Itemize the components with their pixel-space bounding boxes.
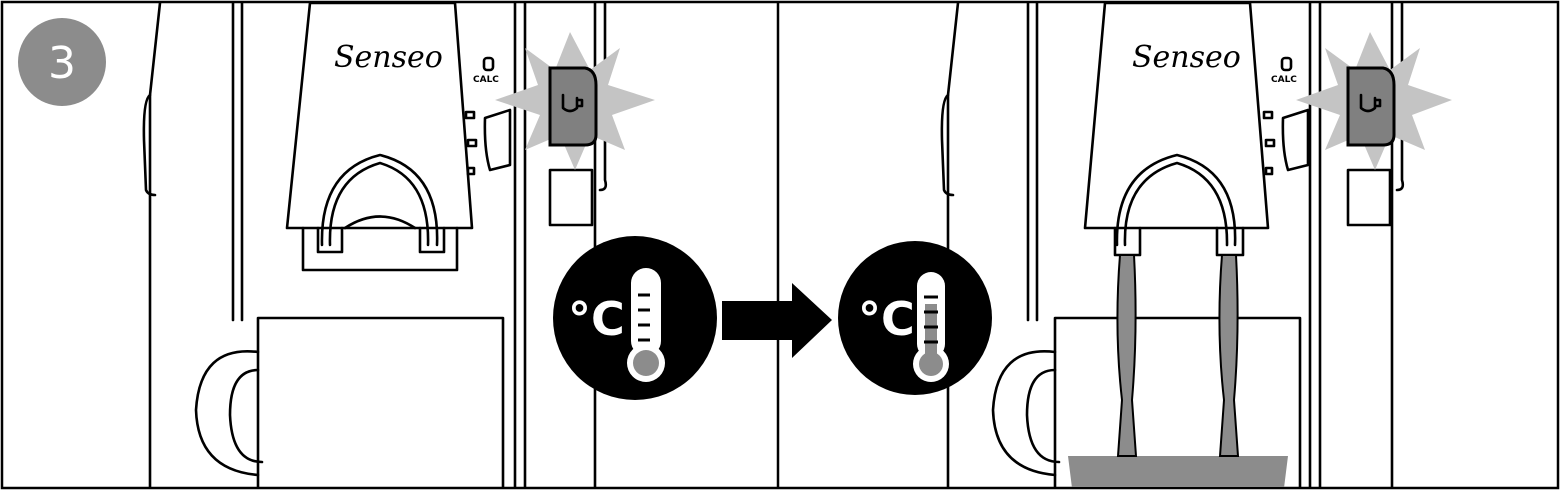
coffee-fill [1068, 456, 1288, 487]
coffee-cup [256, 316, 505, 487]
pad-holder-handle [1115, 153, 1237, 247]
temperature-unit-label: °C [568, 292, 625, 346]
cup-icon [1359, 93, 1382, 113]
pad-holder-handle-inner [1123, 161, 1229, 247]
machine-far-edge-2 [1395, 3, 1405, 192]
brand-logo: Senseo [1132, 40, 1241, 75]
power-button [548, 66, 598, 147]
calc-light [1280, 56, 1293, 72]
arrow-right-icon [722, 283, 832, 358]
pad-holder-lip [343, 215, 417, 230]
spout-left [316, 226, 344, 254]
control-panel [1281, 108, 1310, 172]
temperature-unit-label: °C [858, 292, 915, 346]
power-button [1346, 66, 1396, 147]
machine-side-panel [940, 93, 955, 197]
brand-logo: Senseo [334, 40, 443, 75]
side-button-panel [548, 168, 594, 227]
coffee-stream-right [1218, 254, 1240, 457]
cup-icon [561, 93, 584, 113]
coffee-cup [1053, 316, 1302, 487]
pad-holder-handle [320, 153, 439, 247]
calc-label: CALC [473, 75, 499, 85]
cup-size-icons [1262, 110, 1276, 176]
thermometer-icon [913, 272, 949, 382]
coffee-stream-left [1116, 254, 1138, 457]
cup-handle [991, 350, 1057, 477]
cup-handle-inner [1025, 368, 1061, 464]
pad-holder-handle-inner [328, 161, 430, 247]
thermometer-icon [627, 268, 665, 382]
step-badge: 3 [18, 18, 106, 106]
cup-size-icons [464, 110, 478, 176]
temperature-badge-before: °C [553, 236, 717, 400]
cup-handle-inner [228, 368, 264, 464]
spout-right [418, 226, 446, 254]
calc-light [482, 56, 495, 72]
thermometer-level [925, 304, 937, 358]
brew-head [1083, 3, 1270, 230]
temperature-badge-after: °C [838, 241, 992, 395]
machine-side-panel [142, 93, 157, 197]
calc-label: CALC [1271, 75, 1297, 85]
brew-head [285, 3, 474, 230]
panel-before: Senseo CALC [142, 3, 655, 487]
control-panel [483, 108, 512, 172]
panel-after: Senseo CALC [940, 3, 1452, 487]
machine-far-edge-2 [598, 3, 608, 192]
drip-tray-holder [301, 226, 459, 272]
step-number: 3 [48, 38, 76, 89]
side-button-panel [1346, 168, 1392, 227]
cup-handle [194, 350, 260, 477]
